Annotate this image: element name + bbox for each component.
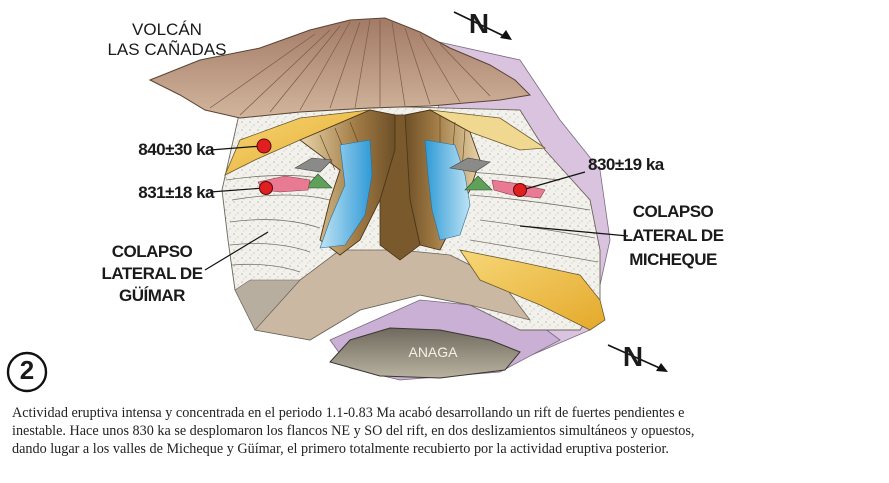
caption-line1: Actividad eruptiva intensa y concentrada… bbox=[12, 404, 878, 422]
age-label-830: 830±19 ka bbox=[588, 155, 698, 175]
volcano-label: VOLCÁN LAS CAÑADAS bbox=[92, 20, 242, 59]
right-collapse-label: COLAPSO LATERAL DE MICHEQUE bbox=[608, 200, 738, 272]
volcano-label-line1: VOLCÁN bbox=[92, 20, 242, 40]
left-collapse-label: COLAPSO LATERAL DE GÜÍMAR bbox=[92, 241, 212, 307]
north-label-bottom: N bbox=[618, 341, 648, 373]
age-label-840: 840±30 ka bbox=[102, 140, 214, 160]
north-label-top: N bbox=[464, 8, 494, 40]
step-number: 2 bbox=[10, 356, 44, 386]
volcano-label-line2: LAS CAÑADAS bbox=[92, 40, 242, 60]
left-collapse-line2: LATERAL DE bbox=[92, 263, 212, 285]
age-label-831: 831±18 ka bbox=[102, 183, 214, 203]
right-collapse-line2: LATERAL DE bbox=[608, 224, 738, 248]
caption-line2: inestable. Hace unos 830 ka se desplomar… bbox=[12, 422, 878, 440]
caption: Actividad eruptiva intensa y concentrada… bbox=[12, 404, 878, 458]
sample-dot-831 bbox=[260, 182, 273, 195]
left-collapse-line3: GÜÍMAR bbox=[92, 285, 212, 307]
caption-line3: dando lugar a los valles de Micheque y G… bbox=[12, 440, 878, 458]
anaga-label: ANAGA bbox=[388, 344, 478, 360]
sample-dot-830 bbox=[514, 184, 527, 197]
sample-dot-840 bbox=[257, 139, 271, 153]
right-collapse-line3: MICHEQUE bbox=[608, 248, 738, 272]
left-collapse-line1: COLAPSO bbox=[92, 241, 212, 263]
right-collapse-line1: COLAPSO bbox=[608, 200, 738, 224]
